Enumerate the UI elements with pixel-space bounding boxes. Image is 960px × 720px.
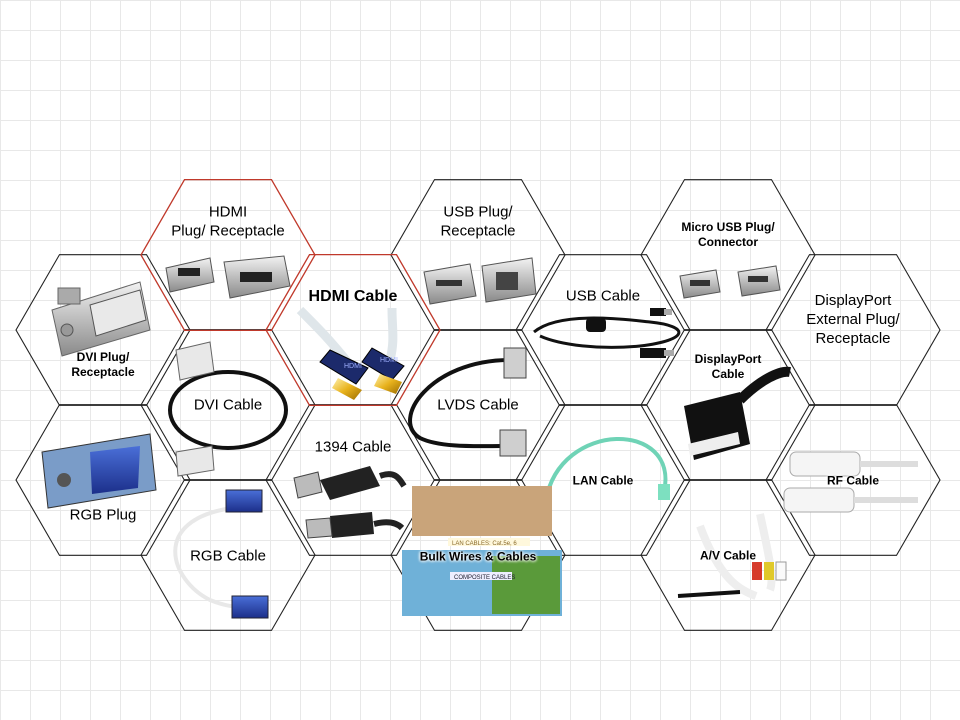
label-line: HDMI Cable — [308, 288, 398, 305]
label-line: DVI Plug/ — [76, 350, 130, 364]
label-line: Micro USB Plug/ — [681, 220, 775, 234]
hex-micro-usb — [640, 179, 816, 331]
label-bulk-wires: Bulk Wires & Cables — [420, 550, 537, 565]
hdmi-plug-image — [165, 255, 291, 299]
micro-usb-image — [679, 265, 781, 299]
hex-rf-cable — [765, 404, 941, 556]
label-line: RGB Plug — [69, 506, 137, 524]
label-rf-cable: RF Cable — [827, 474, 879, 489]
rf-cable-image — [783, 451, 918, 513]
label-line: HDMI — [208, 203, 248, 221]
label-line: Bulk Wires & Cables — [419, 549, 537, 564]
label-line: Connector — [698, 235, 758, 249]
label-line: Receptacle — [71, 365, 135, 379]
displayport-cable-image — [684, 366, 791, 460]
label-line: Plug/ Receptacle — [171, 222, 285, 239]
hex-av-cable — [640, 479, 816, 631]
bulk-lan-label: LAN CABLES: Cat.5e, 6 — [452, 541, 517, 547]
bulk-composite-label: COMPOSITE CABLES — [454, 575, 515, 581]
lan-cable-image — [538, 437, 670, 506]
label-dvi-plug: DVI Plug/Receptacle — [71, 350, 134, 380]
hex-rgb-cable — [140, 479, 316, 631]
hex-hdmi-cable — [265, 254, 441, 406]
1394-cable-image — [293, 466, 407, 539]
label-rgb-plug: RGB Plug — [70, 507, 137, 526]
label-line: Receptacle — [815, 329, 891, 347]
label-usb-cable: USB Cable — [566, 288, 640, 307]
label-line: LAN Cable — [572, 473, 634, 488]
label-line: A/V Cable — [699, 548, 757, 563]
label-line: DisplayPort — [814, 291, 892, 309]
usb-cable-image — [533, 308, 681, 358]
label-line: Cable — [711, 367, 745, 381]
label-line: USB Plug/ — [443, 203, 513, 221]
label-line: Receptacle — [440, 222, 516, 239]
hex-usb-plug — [390, 179, 566, 331]
label-1394-cable: 1394 Cable — [315, 439, 392, 458]
dvi-cable-image — [168, 341, 288, 477]
hex-bulk-wires — [390, 479, 566, 631]
label-line: 1394 Cable — [314, 438, 392, 456]
bulk-wires-image: LAN CABLES: Cat.5e, 6 COMPOSITE CABLES — [402, 486, 562, 616]
label-micro-usb: Micro USB Plug/Connector — [681, 220, 774, 250]
label-line: DisplayPort — [694, 352, 762, 366]
av-cable-image — [677, 513, 787, 600]
label-av-cable: A/V Cable — [700, 549, 756, 564]
label-line: RGB Cable — [190, 547, 266, 565]
dvi-plug-image — [51, 281, 151, 357]
lvds-cable-image — [408, 347, 527, 457]
label-hdmi-cable: HDMI Cable — [309, 287, 398, 307]
hex-grid — [15, 179, 941, 631]
label-dvi-cable: DVI Cable — [194, 397, 262, 416]
label-lan-cable: LAN Cable — [573, 474, 634, 489]
usb-plug-image — [423, 257, 537, 305]
label-line: USB Cable — [565, 287, 641, 305]
label-line: External Plug/ — [806, 310, 900, 328]
hdmi-cable-mark: HDMI — [344, 363, 362, 370]
label-lvds-cable: LVDS Cable — [437, 397, 518, 416]
rgb-plug-image — [41, 433, 157, 509]
label-rgb-cable: RGB Cable — [190, 548, 266, 567]
label-line: RF Cable — [826, 473, 880, 488]
label-line: DVI Cable — [193, 396, 263, 414]
label-usb-plug: USB Plug/Receptacle — [440, 203, 515, 241]
hex-hdmi-plug — [140, 179, 316, 331]
hdmi-cable-mark-2: HDMI — [380, 357, 398, 364]
label-line: LVDS Cable — [437, 396, 519, 414]
hdmi-cable-image: HDMI HDMI — [296, 306, 405, 400]
rgb-cable-image — [173, 489, 269, 619]
